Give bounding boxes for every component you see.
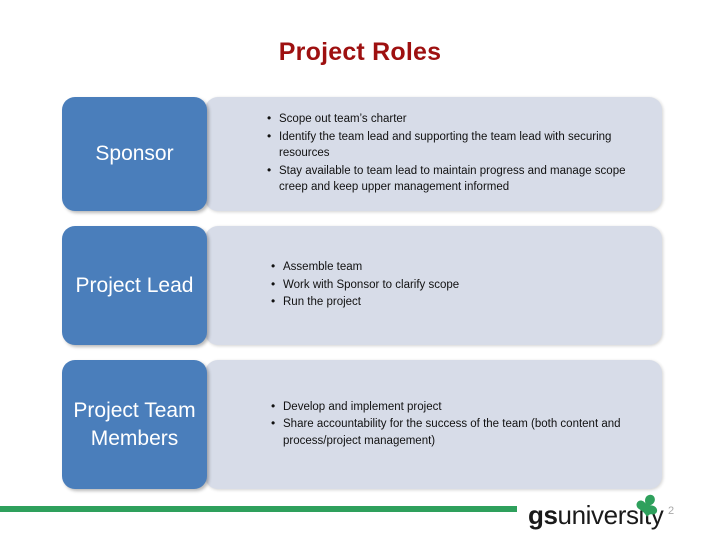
trefoil-icon bbox=[636, 494, 658, 517]
page-number: 2 bbox=[668, 505, 675, 517]
bullet-list: Assemble team Work with Sponsor to clari… bbox=[271, 258, 648, 312]
page-title: Project Roles bbox=[278, 38, 442, 66]
bullet-list: Scope out team’s charter Identify the te… bbox=[267, 110, 648, 197]
footer-divider bbox=[0, 506, 517, 512]
list-item: Run the project bbox=[271, 293, 648, 311]
role-label-project-team-members: Project Team Members bbox=[62, 360, 207, 489]
list-item: Scope out team’s charter bbox=[267, 110, 648, 128]
list-item: Develop and implement project bbox=[271, 398, 648, 416]
list-item: Work with Sponsor to clarify scope bbox=[271, 276, 648, 294]
role-label-sponsor: Sponsor bbox=[62, 97, 207, 211]
role-label-project-lead: Project Lead bbox=[62, 226, 207, 345]
role-row: Project Team Members Develop and impleme… bbox=[62, 360, 662, 489]
list-item: Identify the team lead and supporting th… bbox=[267, 128, 648, 162]
role-row: Sponsor Scope out team’s charter Identif… bbox=[62, 97, 662, 211]
role-description-panel: Develop and implement project Share acco… bbox=[205, 360, 662, 489]
bullet-list: Develop and implement project Share acco… bbox=[271, 398, 648, 451]
list-item: Stay available to team lead to maintain … bbox=[267, 162, 648, 196]
role-description-panel: Assemble team Work with Sponsor to clari… bbox=[205, 226, 662, 345]
role-row: Project Lead Assemble team Work with Spo… bbox=[62, 226, 662, 345]
role-description-panel: Scope out team’s charter Identify the te… bbox=[205, 97, 662, 211]
list-item: Assemble team bbox=[271, 258, 648, 276]
brand-wordmark-bold: gs bbox=[528, 500, 558, 530]
list-item: Share accountability for the success of … bbox=[271, 415, 648, 449]
